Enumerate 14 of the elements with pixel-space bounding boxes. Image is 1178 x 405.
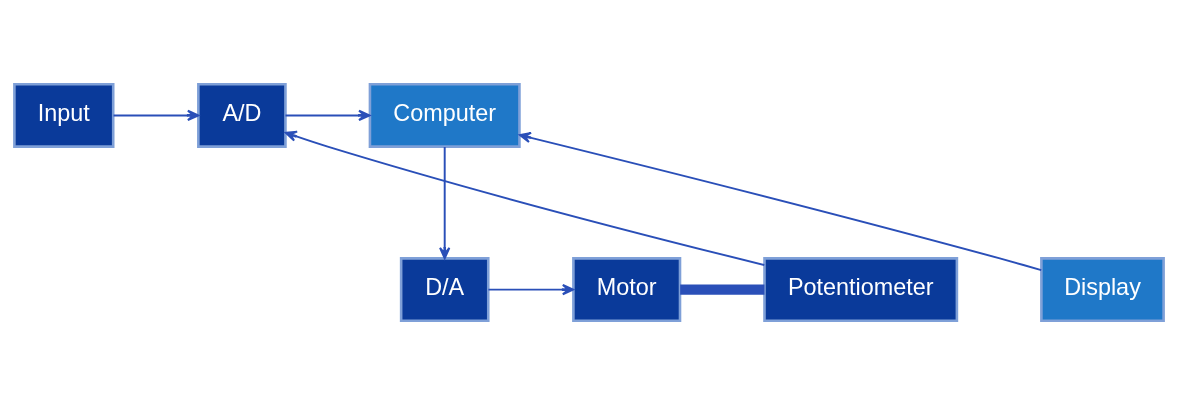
node-box: Motor — [572, 257, 682, 323]
arrow — [487, 283, 575, 296]
arrow — [112, 109, 200, 122]
arrow — [439, 146, 451, 260]
node-box: D/A — [399, 257, 490, 323]
arrow — [284, 109, 371, 122]
node-box: Computer — [368, 82, 521, 148]
node-box: Potentiometer — [763, 257, 959, 323]
node-box: A/D — [197, 82, 287, 148]
connector — [680, 284, 765, 295]
node-box: Input — [13, 82, 115, 148]
arrow — [284, 130, 766, 266]
node-box: Display — [1040, 257, 1165, 323]
arrow — [518, 132, 1043, 272]
